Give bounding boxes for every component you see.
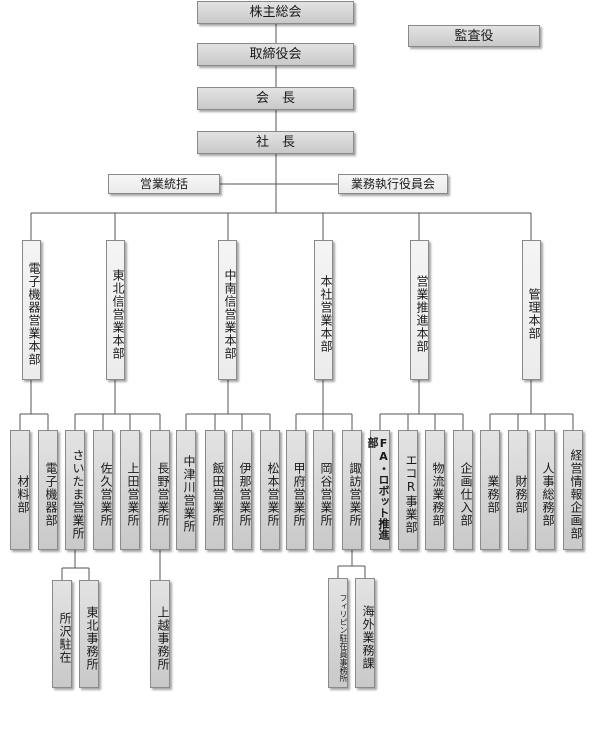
unit-ina-box: 伊那営業所 [232, 430, 252, 550]
sub-office-label: 所沢駐在 [58, 612, 72, 664]
board-box: 取締役会 [197, 43, 354, 66]
unit-label: 企画仕入部 [459, 461, 473, 527]
chairman-box: 会 長 [197, 87, 354, 110]
hq-tohokushin-box: 東北信営業本部 [106, 240, 125, 380]
unit-finance-box: 財務部 [508, 430, 528, 550]
unit-label: 佐久営業所 [99, 461, 113, 527]
unit-management-info-box: 経営情報企画部 [563, 430, 583, 550]
unit-label: 電子機器部 [44, 461, 58, 527]
exec-committee-box: 業務執行役員会 [338, 174, 448, 194]
hq-head-office-box: 本社営業本部 [314, 240, 333, 380]
unit-label: さいたま営業所 [71, 448, 85, 540]
hq-sales-promotion-label: 営業推進本部 [415, 275, 429, 353]
sub-office-label: 海外業務課 [361, 604, 375, 670]
board-label: 取締役会 [249, 47, 302, 62]
sub-philippines-office-box: フィリピン駐在員事務所 [328, 578, 348, 688]
shareholders-label: 株主総会 [249, 5, 302, 20]
unit-saitama-box: さいたま営業所 [65, 430, 85, 550]
unit-label: 財務部 [514, 474, 528, 514]
unit-label: 伊那営業所 [238, 461, 252, 527]
hq-electronics-box: 電子機器営業本部 [22, 240, 41, 380]
auditor-label: 監査役 [454, 28, 494, 44]
unit-nakatsugawa-box: 中津川営業所 [176, 430, 196, 550]
unit-ueda-box: 上田営業所 [120, 430, 140, 550]
unit-materials-box: 材料部 [10, 430, 30, 550]
unit-label: 物流業務部 [431, 461, 445, 527]
unit-label: 岡谷営業所 [319, 461, 333, 527]
hq-administration-label: 管理本部 [527, 288, 541, 340]
unit-label: 飯田営業所 [211, 461, 225, 527]
auditor-box: 監査役 [408, 25, 540, 47]
unit-label: FA・ロボット推進部 [366, 437, 390, 540]
shareholders-box: 株主総会 [197, 1, 354, 24]
sub-tohoku-office-box: 東北事務所 [79, 580, 99, 688]
unit-label: 経営情報企画部 [569, 448, 583, 540]
unit-fa-robot-box: FA・ロボット推進部 [366, 430, 390, 550]
chairman-label: 会 長 [255, 91, 295, 106]
sub-office-label: 上越事務所 [156, 605, 170, 671]
unit-eco-r-box: エコR事業部 [398, 430, 418, 550]
unit-label: 人事総務部 [541, 461, 555, 527]
unit-saku-box: 佐久営業所 [93, 430, 113, 550]
unit-label: エコR事業部 [404, 454, 418, 534]
unit-label: 業務部 [486, 474, 500, 514]
hq-head-office-label: 本社営業本部 [319, 275, 333, 353]
unit-label: 材料部 [16, 474, 30, 514]
hq-sales-promotion-box: 営業推進本部 [410, 240, 429, 380]
sub-office-label: 東北事務所 [85, 605, 99, 671]
sub-overseas-section-box: 海外業務課 [355, 578, 375, 688]
unit-okaya-box: 岡谷営業所 [313, 430, 333, 550]
hq-tohokushin-label: 東北信営業本部 [111, 268, 125, 360]
sales-control-box: 営業統括 [108, 174, 220, 194]
unit-electronics-box: 電子機器部 [38, 430, 58, 550]
hq-administration-box: 管理本部 [522, 240, 541, 380]
sub-joetsu-office-box: 上越事務所 [150, 580, 170, 688]
unit-label: 甲府営業所 [292, 461, 306, 527]
unit-suwa-box: 諏訪営業所 [342, 430, 362, 550]
hq-chunanshin-label: 中南信営業本部 [223, 268, 237, 360]
unit-nagano-box: 長野営業所 [150, 430, 170, 550]
unit-hr-general-box: 人事総務部 [535, 430, 555, 550]
sub-tokorozawa-box: 所沢駐在 [52, 580, 72, 688]
unit-operations-box: 業務部 [480, 430, 500, 550]
president-label: 社 長 [255, 135, 295, 150]
exec-committee-label: 業務執行役員会 [350, 177, 435, 191]
unit-kofu-box: 甲府営業所 [286, 430, 306, 550]
unit-label: 諏訪営業所 [348, 461, 362, 527]
unit-matsumoto-box: 松本営業所 [260, 430, 280, 550]
unit-label: 松本営業所 [266, 461, 280, 527]
unit-iida-box: 飯田営業所 [205, 430, 225, 550]
unit-label: 中津川営業所 [182, 455, 196, 533]
unit-label: 上田営業所 [126, 461, 140, 527]
hq-chunanshin-box: 中南信営業本部 [218, 240, 237, 380]
hq-electronics-label: 電子機器営業本部 [27, 262, 41, 366]
president-box: 社 長 [197, 131, 354, 154]
sub-office-label: フィリピン駐在員事務所 [339, 594, 348, 682]
sales-control-label: 営業統括 [139, 177, 188, 191]
unit-planning-purchase-box: 企画仕入部 [453, 430, 473, 550]
unit-label: 長野営業所 [156, 461, 170, 527]
unit-logistics-box: 物流業務部 [425, 430, 445, 550]
